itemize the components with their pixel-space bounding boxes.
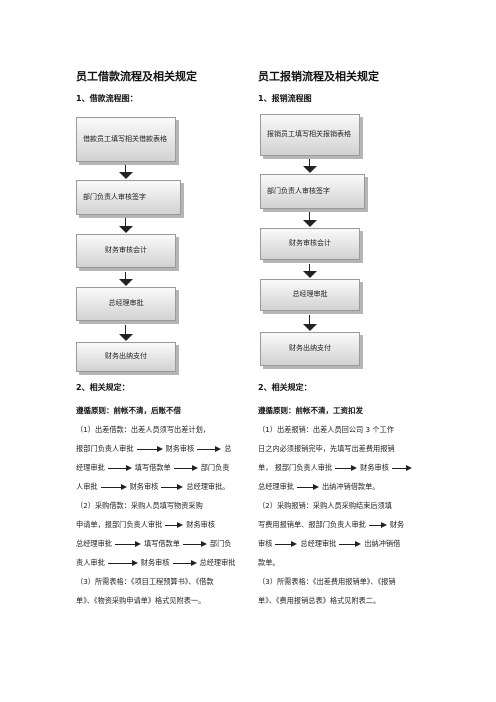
text-line: 单》、《费用报销总表》格式见附表二。 <box>258 596 381 605</box>
text-line: （2）采购报销：采购人员采购结束后须填 <box>258 501 392 510</box>
reimburse-step-3: 财务审核会计 <box>260 228 360 260</box>
right-arrow-icon <box>107 464 132 472</box>
right-arrow-icon <box>275 540 298 548</box>
right-arrow-icon <box>197 445 222 453</box>
text-line: （1）出差借款：出差人员须写出差计划， <box>76 425 210 434</box>
flow-connector <box>125 165 126 173</box>
text-line: 经理审批填写借款单部门负责 <box>76 463 230 472</box>
text-line: 单》、《物资采购申请单》格式见附表一。 <box>76 596 206 605</box>
right-arrow-icon <box>296 483 319 491</box>
loan-step-2: 部门负责人审核签字 <box>76 180 181 215</box>
loan-process-title: 员工借款流程及相关规定 <box>76 70 197 83</box>
text-line: 人审批财务审核总经理审批。 <box>76 482 230 491</box>
text-line: 申请单，报部门负责人审批财务审核 <box>76 520 216 529</box>
reimburse-process-title: 员工报销流程及相关规定 <box>258 70 379 83</box>
right-arrow-icon <box>339 540 362 548</box>
loan-step-5: 财务出纳支付 <box>76 342 176 372</box>
reimburse-principle: 遵循原则：前帐不清，工资扣发 <box>258 406 363 415</box>
reimburse-step-5: 财务出纳支付 <box>260 332 360 366</box>
down-arrow-icon <box>119 334 133 341</box>
reimburse-rules-heading: 2、相关规定： <box>258 383 312 392</box>
text-line: （3）所需表格：《项目工程预算书》、《借款 <box>76 577 214 586</box>
down-arrow-icon <box>303 220 317 227</box>
flow-connector <box>125 218 126 226</box>
right-arrow-icon <box>335 464 358 472</box>
loan-principle: 遵循原则：前帐不清，后账不借 <box>76 406 181 415</box>
loan-rules-heading: 2、相关规定： <box>76 383 130 392</box>
text-line: 款单。 <box>258 558 280 567</box>
text-line: 责人审批财务审核总经理审批 <box>76 558 236 567</box>
loan-step-3: 财务审核会计 <box>76 234 176 268</box>
flow-connector <box>309 264 310 272</box>
down-arrow-icon <box>119 279 133 286</box>
flow-connector <box>309 159 310 167</box>
text-line: 总经理审批填写借款单部门负 <box>76 539 232 548</box>
text-line: 审核总经理审批出纳冲销借 <box>258 539 401 548</box>
right-arrow-icon <box>161 483 184 491</box>
right-arrow-icon <box>165 521 184 529</box>
reimburse-step-1: 报销员工填写相关报销表格 <box>260 114 360 156</box>
reimburse-step-4: 总经理审批 <box>260 279 360 311</box>
right-arrow-icon <box>114 540 141 548</box>
loan-step-4: 总经理审批 <box>76 287 176 321</box>
right-arrow-icon <box>136 445 163 453</box>
down-arrow-icon <box>303 166 317 173</box>
text-line: 单， 报部门负责人审批财务审核 <box>258 458 415 477</box>
text-line: （1）出差报销：出差人员回公司 3 个工作 <box>258 425 394 434</box>
flow-connector <box>309 315 310 325</box>
right-arrow-icon <box>107 559 138 567</box>
flow-connector <box>125 272 126 280</box>
down-arrow-icon <box>303 271 317 278</box>
loan-step-1: 借款员工填写相关借款表格 <box>76 117 176 162</box>
down-arrow-icon <box>119 226 133 233</box>
text-line: （3）所需表格：《出差费用报销单》、《报销 <box>258 577 396 586</box>
right-arrow-icon <box>368 521 387 529</box>
text-line: 日之内必须报销完毕，先填写出差费用报销 <box>258 444 395 453</box>
loan-flow-heading: 1、借款流程图： <box>76 94 138 103</box>
down-arrow-icon <box>119 172 133 179</box>
right-arrow-icon <box>173 464 198 472</box>
right-arrow-icon <box>182 540 207 548</box>
flow-connector <box>309 212 310 220</box>
reimburse-flow-heading: 1、报销流程图 <box>258 94 312 103</box>
right-arrow-icon <box>100 483 127 491</box>
text-line: 写费用报销单、报部门负责人审批财务 <box>258 520 405 529</box>
right-arrow-icon <box>391 464 412 472</box>
text-line: 总经理审批出纳冲销借款单。 <box>258 482 380 491</box>
reimburse-step-2: 部门负责人审核签字 <box>260 174 365 209</box>
text-line: （2）采购借款：采购人员填写物资采购 <box>76 501 203 510</box>
flow-connector <box>125 325 126 335</box>
right-arrow-icon <box>172 559 197 567</box>
reimburse-rules-text: （1）出差报销：出差人员回公司 3 个工作 日之内必须报销完毕，先填写出差费用报… <box>258 420 415 610</box>
loan-rules-text: （1）出差借款：出差人员须写出差计划， 报部门负责人审批财务审核总 经理审批填写… <box>76 420 235 610</box>
text-line: 报部门负责人审批财务审核总 <box>76 444 232 453</box>
down-arrow-icon <box>303 324 317 331</box>
